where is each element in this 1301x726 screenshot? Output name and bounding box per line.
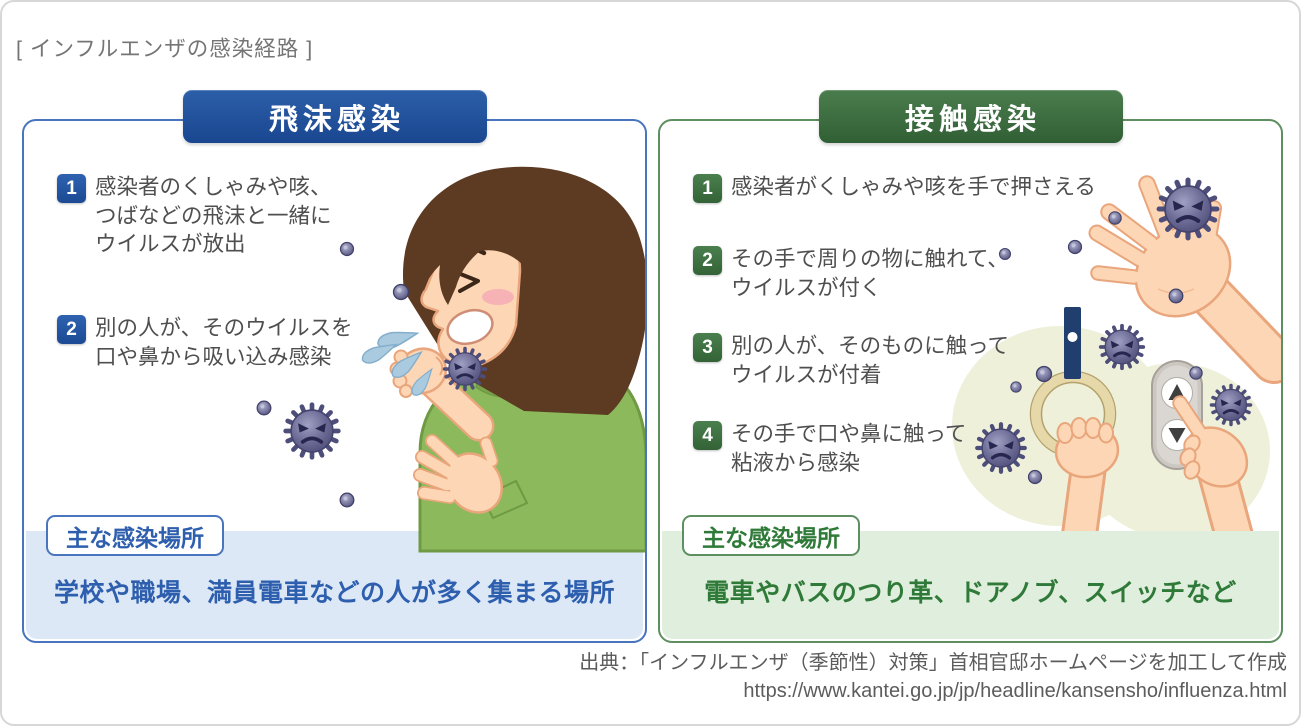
droplet-place-text: 学校や職場、満員電車などの人が多く集まる場所 (53, 579, 615, 607)
virus-dot-icon (339, 492, 355, 508)
contact-step-4: 4 その手で口や鼻に触って 粘液から感染 (693, 420, 966, 477)
contact-infection-header: 接触感染 (818, 90, 1123, 143)
open-hand-icon (1088, 175, 1281, 384)
virus-icon (1209, 383, 1253, 427)
droplet-infection-header: 飛沫感染 (182, 90, 487, 143)
virus-dot-icon (256, 400, 272, 416)
virus-icon (1159, 180, 1217, 238)
step-text: その手で口や鼻に触って 粘液から感染 (731, 422, 967, 475)
hair-fringe (422, 195, 574, 309)
step-text: 感染者のくしゃみや咳、 つばなどの飛沫と一緒に ウイルスが放出 (95, 175, 332, 256)
droplet-step-1: 1 感染者のくしゃみや咳、 つばなどの飛沫と一緒に ウイルスが放出 (57, 173, 332, 259)
step-number-badge: 1 (57, 174, 86, 203)
footer-source: 出典：「インフルエンザ（季節性）対策」首相官邸ホームページを加工して作成 htt… (579, 649, 1287, 705)
step-text: その手で周りの物に触れて、 ウイルスが付く (731, 247, 1009, 300)
virus-icon (286, 405, 339, 458)
contact-infection-panel: 接触感染 (658, 90, 1283, 643)
droplet-place-badge: 主な感染場所 (46, 515, 224, 556)
contact-place-text: 電車やバスのつり革、ドアノブ、スイッチなど (704, 579, 1237, 607)
step-number-badge: 3 (693, 333, 722, 362)
virus-dot-icon (392, 283, 410, 301)
step-text: 別の人が、そのものに触って ウイルスが付着 (731, 334, 1009, 387)
virus-dot-icon (1168, 288, 1184, 304)
page-title: [ インフルエンザの感染経路 ] (16, 37, 314, 61)
open-hand-lower (413, 434, 529, 520)
step-text: 別の人が、そのウイルスを 口や鼻から吸い込み感染 (95, 316, 353, 369)
step-number-badge: 4 (693, 421, 722, 450)
virus-dot-icon (1035, 365, 1053, 383)
droplet-step-2: 2 別の人が、そのウイルスを 口や鼻から吸い込み感染 (57, 314, 353, 371)
coughing-man-illustration (256, 166, 645, 553)
virus-dot-icon (1189, 366, 1203, 380)
source-url: https://www.kantei.go.jp/jp/headline/kan… (743, 680, 1287, 702)
virus-icon (442, 346, 488, 392)
virus-dot-icon (1010, 381, 1022, 393)
droplet-infection-panel: 飛沫感染 (22, 90, 647, 643)
virus-dot-icon (1067, 239, 1083, 255)
step-text: 感染者がくしゃみや咳を手で押さえる (731, 175, 1096, 199)
virus-icon (1098, 323, 1146, 371)
virus-dot-icon (339, 241, 355, 257)
contact-step-3: 3 別の人が、そのものに触って ウイルスが付着 (693, 332, 1009, 389)
contact-infection-illustration (952, 175, 1281, 601)
source-line: 出典：「インフルエンザ（季節性）対策」首相官邸ホームページを加工して作成 (579, 652, 1287, 674)
contact-step-2: 2 その手で周りの物に触れて、 ウイルスが付く (693, 245, 1009, 302)
virus-dot-icon (1027, 469, 1043, 485)
contact-step-1: 1 感染者がくしゃみや咳を手で押さえる (693, 173, 1096, 203)
contact-place-badge: 主な感染場所 (682, 515, 860, 556)
step-number-badge: 2 (57, 315, 86, 344)
step-number-badge: 2 (693, 246, 722, 275)
virus-icon (977, 424, 1025, 472)
step-number-badge: 1 (693, 174, 722, 203)
virus-dot-icon (1108, 211, 1122, 225)
